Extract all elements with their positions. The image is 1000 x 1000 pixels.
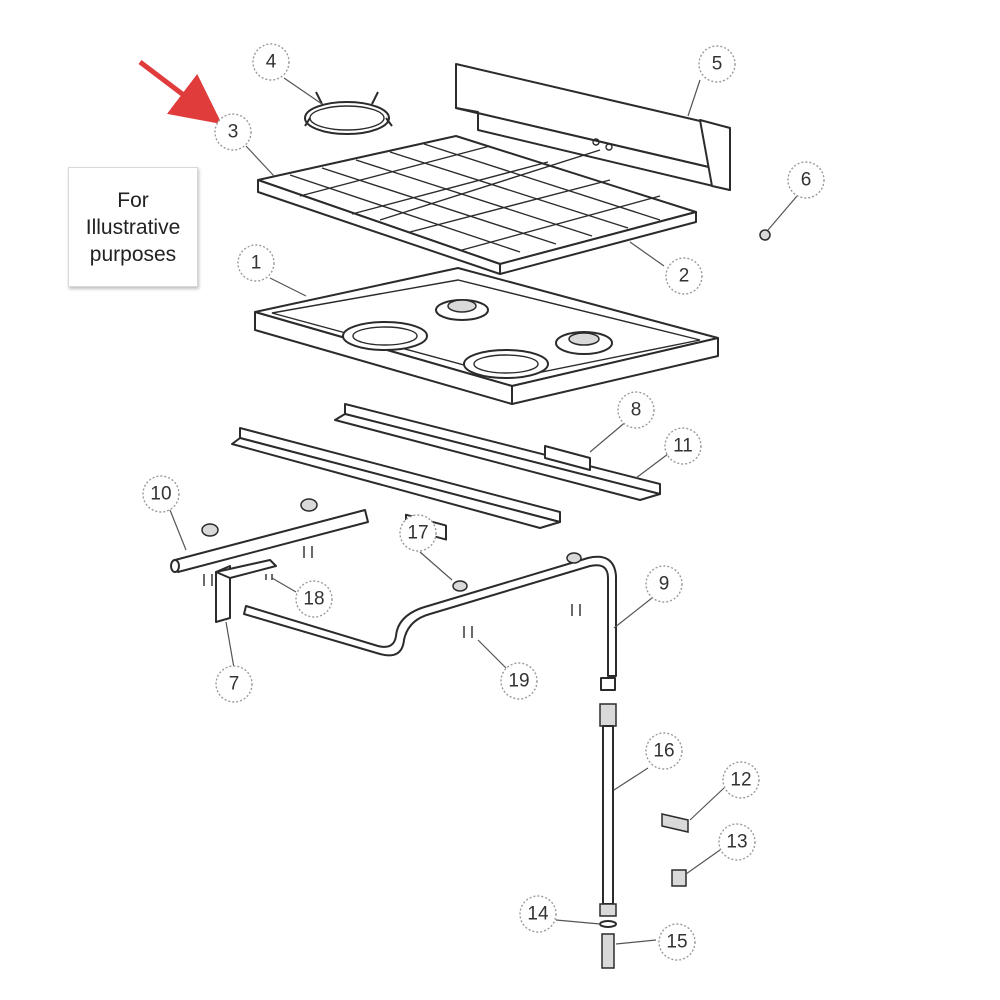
callout-9: 9 (645, 565, 683, 603)
svg-text:17: 17 (407, 523, 428, 544)
callout-5: 5 (698, 45, 736, 83)
callout-7: 7 (215, 665, 253, 703)
part-9-gas-pipe (243, 552, 617, 677)
callout-14: 14 (519, 895, 557, 933)
callout-11: 11 (664, 427, 702, 465)
svg-text:5: 5 (712, 54, 723, 75)
illustrative-note: For Illustrative purposes (68, 167, 198, 287)
svg-text:13: 13 (726, 832, 747, 853)
svg-text:14: 14 (527, 904, 549, 925)
callout-1: 1 (237, 244, 275, 282)
callout-8: 8 (617, 391, 655, 429)
part-15-fitting (601, 933, 615, 969)
svg-text:1: 1 (251, 253, 262, 274)
callout-13: 13 (718, 823, 756, 861)
callout-6: 6 (787, 161, 825, 199)
svg-text:10: 10 (150, 484, 171, 505)
part-8-11-brackets (231, 403, 661, 541)
callout-2: 2 (665, 257, 703, 295)
part-7-bracket (215, 559, 277, 623)
callout-15: 15 (658, 923, 696, 961)
part-12-fitting (661, 813, 689, 833)
svg-text:16: 16 (653, 741, 674, 762)
part-13-fitting (671, 869, 687, 887)
screws (203, 546, 581, 638)
part-3-burner-grates (257, 135, 697, 275)
part-10-manifold-pipe (170, 498, 369, 573)
part-4-wok-ring (304, 91, 393, 135)
callout-18: 18 (295, 580, 333, 618)
part-1-cooktop (254, 267, 719, 405)
callout-4: 4 (252, 43, 290, 81)
svg-text:19: 19 (508, 671, 529, 692)
svg-text:2: 2 (679, 266, 690, 287)
illustrative-note-text: For Illustrative purposes (85, 188, 181, 266)
svg-text:12: 12 (730, 770, 751, 791)
svg-text:4: 4 (266, 52, 277, 73)
callout-16: 16 (645, 732, 683, 770)
svg-text:15: 15 (666, 932, 687, 953)
callout-17: 17 (399, 514, 437, 552)
leader-lines (169, 77, 798, 945)
callout-12: 12 (722, 761, 760, 799)
red-arrow-icon (138, 60, 222, 125)
svg-text:6: 6 (801, 170, 812, 191)
svg-text:9: 9 (659, 574, 670, 595)
part-5-back-trim (455, 63, 731, 191)
part-14-washer (599, 920, 617, 928)
part-6-screw (759, 229, 771, 241)
svg-text:11: 11 (673, 436, 693, 457)
svg-text:3: 3 (228, 122, 239, 143)
svg-text:18: 18 (303, 589, 324, 610)
svg-text:8: 8 (631, 400, 642, 421)
callout-10: 10 (142, 475, 180, 513)
callout-3: 3 (214, 113, 252, 151)
callout-19: 19 (500, 662, 538, 700)
svg-text:7: 7 (229, 674, 240, 695)
part-16-flex-line (599, 677, 617, 917)
